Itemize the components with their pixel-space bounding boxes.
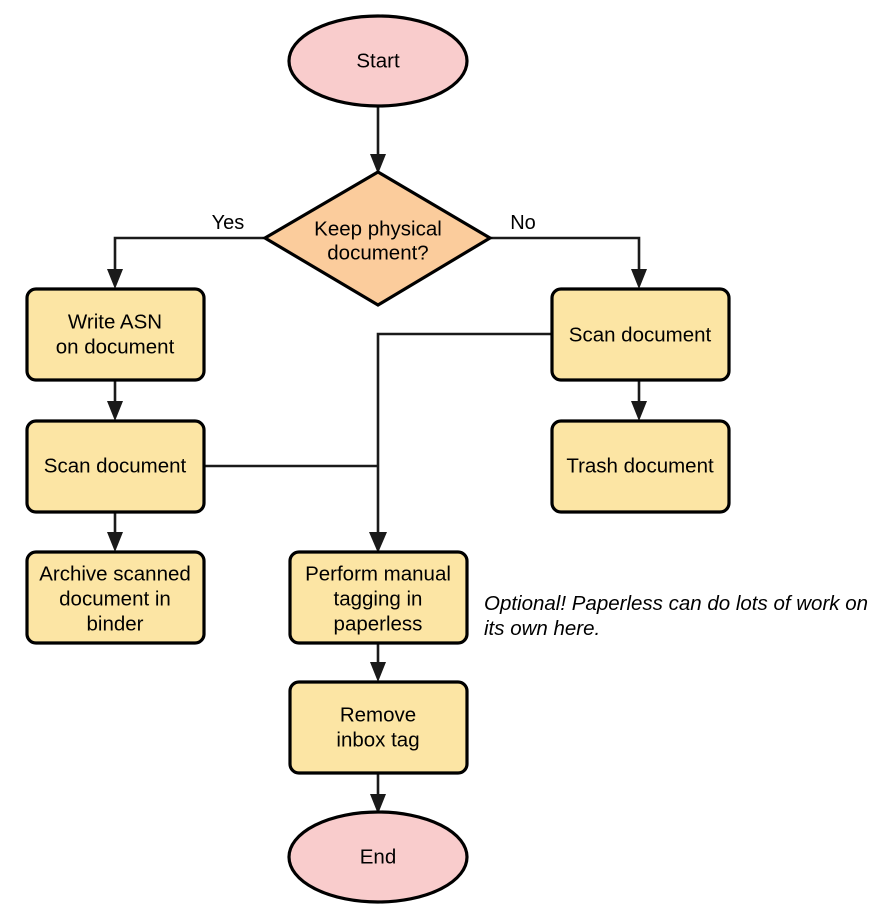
scan-left-box (25, 419, 206, 514)
decision-label-line1: Keep physical (314, 217, 442, 240)
start-ellipse (287, 14, 469, 108)
trash-box (550, 419, 731, 514)
archive-label-line3: binder (87, 612, 144, 635)
annotation-line1: Optional! Paperless can do lots of work … (484, 592, 868, 615)
edge-tagging-to-remove-tag (370, 643, 386, 682)
edge-decision-no-to-scan-right (490, 236, 647, 289)
remove-tag-label-line2: inbox tag (336, 728, 419, 751)
annotation-line2: its own here. (484, 617, 600, 640)
tagging-label-line1: Perform manual (305, 562, 451, 585)
archive-label-line1: Archive scanned (39, 562, 191, 585)
edge-decision-yes-to-write-asn (107, 236, 265, 289)
node-write-asn[interactable]: Write ASN on document (25, 287, 206, 382)
edge-scan-right-to-tagging (369, 332, 552, 553)
tagging-label-line3: paperless (334, 612, 423, 635)
node-decision-keep-physical-document[interactable]: Keep physical document? (261, 170, 494, 307)
write-asn-label-line1: Write ASN (68, 310, 162, 333)
archive-label-line2: document in (59, 587, 171, 610)
remove-tag-label-line1: Remove (340, 703, 416, 726)
write-asn-box (25, 287, 206, 382)
node-start[interactable]: Start (287, 14, 469, 108)
edge-remove-tag-to-end (370, 773, 386, 814)
scan-right-label: Scan document (569, 323, 712, 346)
scan-left-label: Scan document (44, 454, 187, 477)
node-trash-document[interactable]: Trash document (550, 419, 731, 514)
edge-scan-right-to-trash (631, 380, 647, 421)
scan-right-box (550, 287, 731, 382)
edge-scan-left-to-archive (107, 512, 123, 552)
decision-diamond (261, 170, 494, 307)
edge-label-no: No (510, 212, 536, 234)
archive-box (25, 550, 206, 645)
annotation-optional-note: Optional! Paperless can do lots of work … (484, 592, 868, 640)
node-scan-document-right[interactable]: Scan document (550, 287, 731, 382)
node-end[interactable]: End (287, 810, 469, 904)
end-label: End (360, 845, 396, 868)
write-asn-label-line2: on document (56, 335, 175, 358)
end-ellipse (287, 810, 469, 904)
node-perform-manual-tagging[interactable]: Perform manual tagging in paperless (288, 550, 469, 645)
decision-label-line2: document? (327, 241, 428, 264)
tagging-box (288, 550, 469, 645)
edge-start-to-decision (370, 104, 386, 174)
edge-label-yes: Yes (212, 212, 245, 234)
edge-write-asn-to-scan-left (107, 380, 123, 421)
node-remove-inbox-tag[interactable]: Remove inbox tag (288, 680, 469, 775)
node-archive-scanned-document[interactable]: Archive scanned document in binder (25, 550, 206, 645)
node-scan-document-left[interactable]: Scan document (25, 419, 206, 514)
remove-tag-box (288, 680, 469, 775)
start-label: Start (356, 49, 400, 72)
trash-label: Trash document (566, 454, 714, 477)
tagging-label-line2: tagging in (334, 587, 423, 610)
